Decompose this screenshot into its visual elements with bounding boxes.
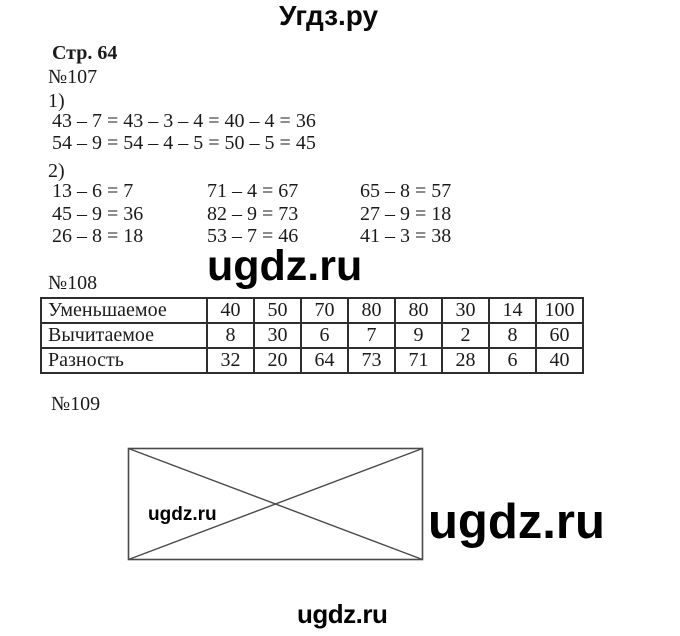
ugdz-watermark-bottom: ugdz.ru bbox=[297, 599, 388, 629]
rectangle-with-diagonals-figure bbox=[127, 447, 424, 561]
difference-value: 64 bbox=[300, 347, 349, 374]
table-row-difference: Разность 32 20 64 73 71 28 6 40 bbox=[40, 347, 584, 374]
equation-line: 43 – 7 = 43 – 3 – 4 = 40 – 4 = 36 bbox=[52, 110, 316, 132]
minuend-value: 30 bbox=[441, 297, 490, 324]
equation-cell: 41 – 3 = 38 bbox=[360, 225, 452, 247]
page-number-label: Стр. 64 bbox=[52, 42, 118, 64]
row-label-subtrahend: Вычитаемое bbox=[40, 322, 208, 349]
task-107-equation-grid: 13 – 6 = 7 71 – 4 = 67 65 – 8 = 57 45 – … bbox=[52, 180, 451, 248]
difference-value: 32 bbox=[206, 347, 255, 374]
minuend-value: 70 bbox=[300, 297, 349, 324]
difference-value: 71 bbox=[394, 347, 443, 374]
equation-cell: 65 – 8 = 57 bbox=[360, 180, 452, 202]
equation-cell: 71 – 4 = 67 bbox=[207, 180, 299, 202]
ugdz-watermark-inside-rectangle: ugdz.ru bbox=[148, 504, 217, 525]
table-row-minuend: Уменьшаемое 40 50 70 80 80 30 14 100 bbox=[40, 297, 584, 324]
minuend-value: 80 bbox=[347, 297, 396, 324]
subtrahend-value: 8 bbox=[206, 322, 255, 349]
equation-line: 54 – 9 = 54 – 4 – 5 = 50 – 5 = 45 bbox=[52, 132, 316, 154]
row-label-minuend: Уменьшаемое bbox=[40, 297, 208, 324]
task-108-table: Уменьшаемое 40 50 70 80 80 30 14 100 Выч… bbox=[40, 297, 584, 374]
minuend-value: 14 bbox=[488, 297, 537, 324]
row-label-difference: Разность bbox=[40, 347, 208, 374]
minuend-value: 80 bbox=[394, 297, 443, 324]
equation-cell: 26 – 8 = 18 bbox=[52, 225, 144, 247]
task-107-number: №107 bbox=[48, 66, 98, 88]
subtrahend-value: 30 bbox=[253, 322, 302, 349]
equation-cell: 27 – 9 = 18 bbox=[360, 202, 452, 225]
ugdz-watermark-middle: ugdz.ru bbox=[207, 242, 363, 290]
task-107-part-1-label: 1) bbox=[48, 90, 65, 112]
difference-value: 28 bbox=[441, 347, 490, 374]
rectangle-outline bbox=[127, 447, 424, 561]
task-107-part-2-label: 2) bbox=[48, 160, 65, 182]
equation-cell: 53 – 7 = 46 bbox=[207, 225, 299, 247]
minuend-value: 40 bbox=[206, 297, 255, 324]
minuend-value: 50 bbox=[253, 297, 302, 324]
subtrahend-value: 9 bbox=[394, 322, 443, 349]
ugdz-watermark-right-large: ugdz.ru bbox=[428, 495, 605, 549]
subtrahend-value: 60 bbox=[535, 322, 584, 349]
equation-cell: 13 – 6 = 7 bbox=[52, 180, 134, 202]
equation-cell: 82 – 9 = 73 bbox=[207, 202, 299, 225]
rectangle-diagonal-line bbox=[128, 447, 423, 561]
subtrahend-value: 7 bbox=[347, 322, 396, 349]
minuend-value: 100 bbox=[535, 297, 584, 324]
subtrahend-value: 2 bbox=[441, 322, 490, 349]
difference-value: 6 bbox=[488, 347, 537, 374]
site-title-watermark: Угдз.ру bbox=[279, 0, 379, 31]
difference-value: 40 bbox=[535, 347, 584, 374]
task-109-number: №109 bbox=[51, 393, 101, 415]
difference-value: 20 bbox=[253, 347, 302, 374]
subtrahend-value: 8 bbox=[488, 322, 537, 349]
table-row-subtrahend: Вычитаемое 8 30 6 7 9 2 8 60 bbox=[40, 322, 584, 349]
difference-value: 73 bbox=[347, 347, 396, 374]
subtrahend-value: 6 bbox=[300, 322, 349, 349]
equation-cell: 45 – 9 = 36 bbox=[52, 202, 144, 225]
task-108-number: №108 bbox=[48, 272, 98, 294]
